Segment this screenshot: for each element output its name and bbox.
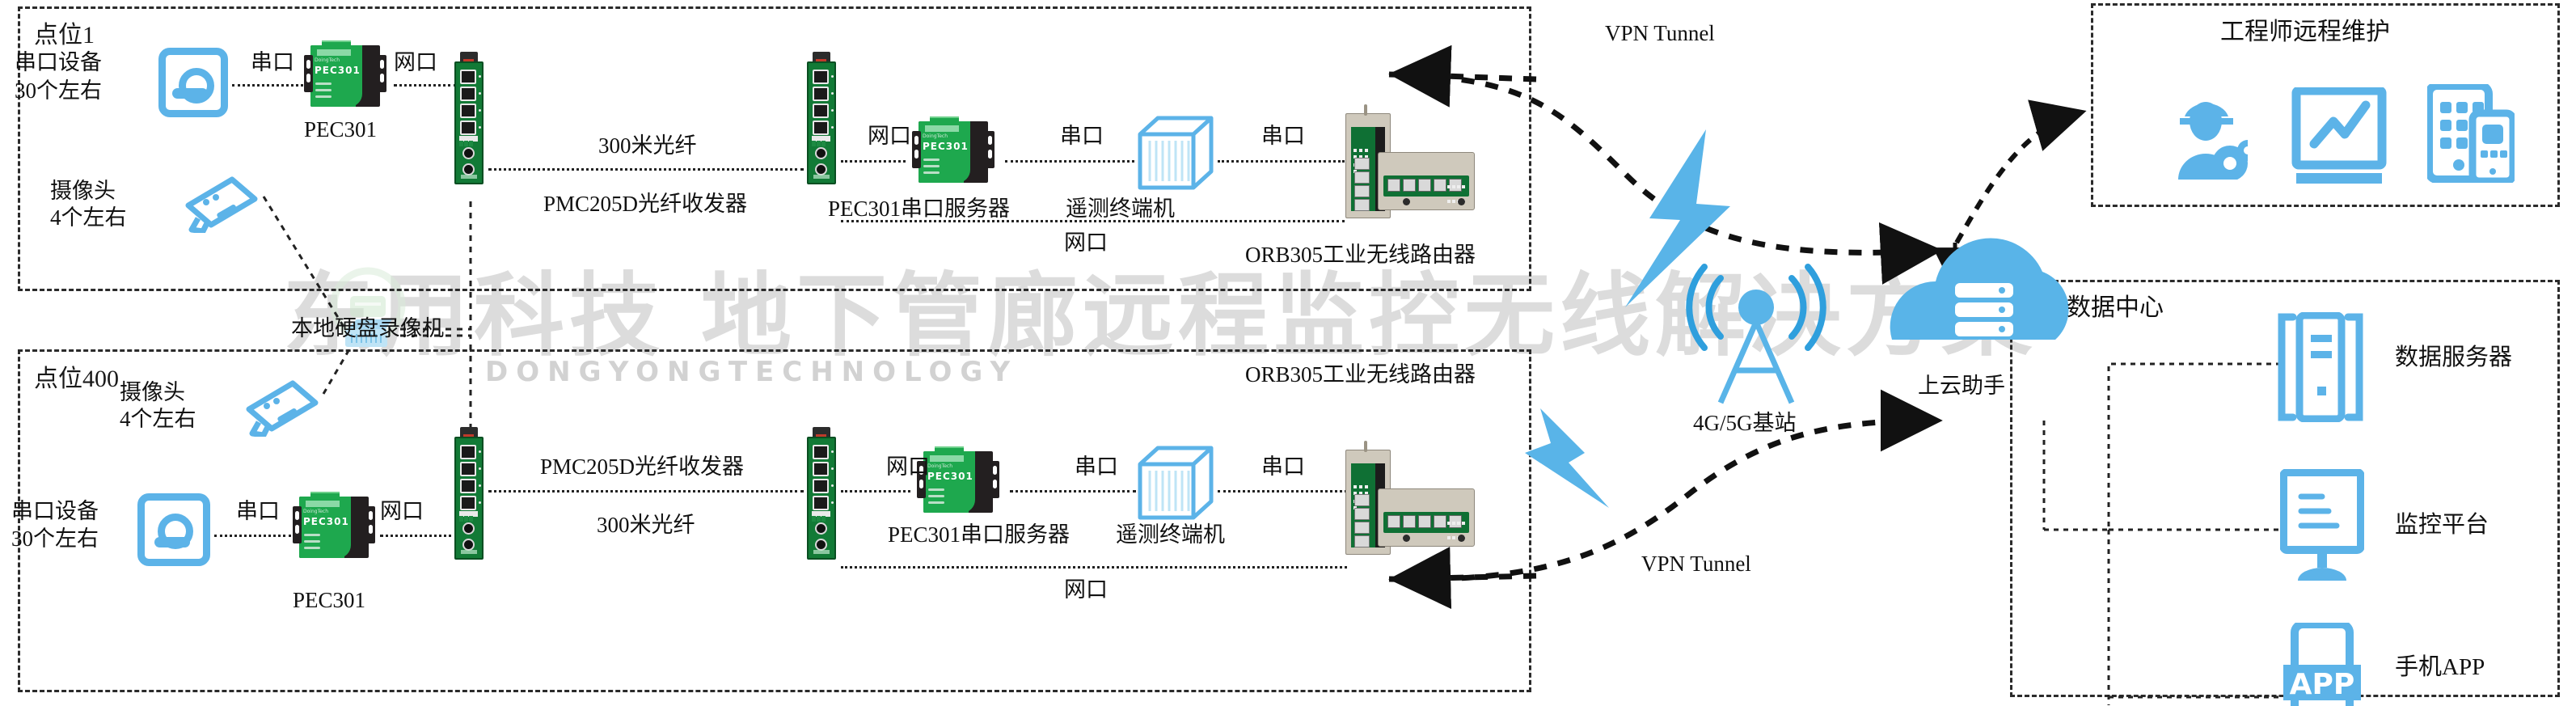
camera-label-bottom-line2: 4个左右: [120, 407, 196, 431]
serial-device-label-top-line2: 30个左右: [15, 78, 102, 103]
link-label-net-top: 网口: [394, 50, 437, 74]
cloud-label: 上云助手: [1918, 374, 2005, 398]
monitor-chart-icon: [2291, 87, 2387, 184]
cloud-to-engineer-arrow: [1954, 99, 2087, 244]
router-net-label-bottom: 网口: [1064, 577, 1108, 602]
site-panel-bottom-title: 点位400: [34, 366, 119, 392]
orb305-router-top: [1345, 104, 1488, 220]
converter-to-server-line-top: [841, 160, 906, 163]
server-to-rtu-line-top: [1005, 160, 1134, 163]
link-line-net-bottom: [380, 535, 458, 537]
link-line-net-top: [394, 84, 457, 87]
rtu-out-serial-label-top: 串口: [1261, 124, 1305, 148]
watermark-sub: DONGYONGTECHNOLOGY: [485, 356, 1019, 388]
link-label-net-bottom: 网口: [380, 499, 424, 523]
rtu-label-bottom: 遥测终端机: [1116, 522, 1225, 547]
engineer-panel-title: 工程师远程维护: [2220, 19, 2390, 45]
rtu-link-serial-label-top: 串口: [1060, 124, 1104, 148]
datacenter-panel-title: 数据中心: [2067, 294, 2164, 321]
router-net-label-top: 网口: [1064, 230, 1108, 255]
datacenter-item-label-2: 手机APP: [2395, 654, 2485, 680]
rtu-terminal-icon-bottom: [1138, 446, 1214, 520]
pec301-label-top: PEC301: [304, 117, 378, 142]
fiber-distance-label-top: 300米光纤: [598, 133, 697, 158]
link-label-serial-bottom: 串口: [236, 499, 280, 523]
serial-device-icon-top: [158, 48, 228, 117]
link-line-serial-bottom: [214, 535, 291, 537]
monitor-icon: [2280, 469, 2364, 581]
mobile-app-icon: APP: [2283, 623, 2361, 706]
lightning-icon-bottom: [1525, 408, 1609, 508]
server-to-rtu-line-bottom: [1010, 490, 1136, 493]
pmc205d-converter-top: [454, 52, 487, 197]
serial-server-label-bottom: PEC301串口服务器: [888, 522, 1071, 547]
rtu-to-router-line-bottom: [1218, 490, 1347, 493]
camera-label-top-line2: 4个左右: [50, 205, 127, 230]
pec301-device-bottom: DoingTech PEC301: [288, 492, 385, 564]
rtu-terminal-icon-top: [1138, 116, 1214, 190]
router-net-line-top: [841, 220, 1345, 222]
camera-label-bottom-line1: 摄像头: [120, 380, 185, 404]
vpn-tunnel-label-bottom: VPN Tunnel: [1641, 552, 1751, 576]
serial-device-label-bottom-line2: 30个左右: [11, 526, 99, 551]
pmc205d-converter-bottom-far: [807, 427, 839, 573]
orb305-router-bottom: [1345, 441, 1488, 556]
pec301-label-bottom: PEC301: [293, 588, 366, 612]
camera-label-top-line1: 摄像头: [50, 179, 116, 203]
converter-net-label-top: 网口: [868, 124, 911, 148]
serial-server-label-top: PEC301串口服务器: [828, 197, 1011, 221]
rtu-out-serial-label-bottom: 串口: [1261, 454, 1305, 479]
nvr-label: 本地硬盘录像机: [291, 316, 444, 340]
router-net-line-bottom: [841, 566, 1347, 569]
fiber-line-top: [488, 168, 804, 171]
site-panel-top-title: 点位1: [34, 22, 95, 49]
engineer-panel: [2091, 3, 2560, 207]
link-label-serial-top: 串口: [251, 50, 294, 74]
rtu-label-top: 遥测终端机: [1066, 197, 1175, 221]
pmc205d-converter-bottom: [454, 427, 487, 573]
orb305-label-bottom: ORB305工业无线路由器: [1245, 362, 1476, 387]
server-icon: [2278, 312, 2363, 422]
serial-device-icon-bottom: [137, 493, 210, 566]
converter-net-label-bottom: 网口: [886, 454, 930, 479]
nvr-icon: [345, 319, 392, 347]
fiber-converter-label-bottom: PMC205D光纤收发器: [540, 454, 745, 479]
fiber-line-bottom: [488, 490, 804, 493]
camera-icon-bottom: [246, 380, 319, 437]
engineer-icon: [2178, 102, 2248, 180]
pec301-serial-server-top: DoingTech PEC301: [907, 116, 1004, 189]
fiber-converter-label-top: PMC205D光纤收发器: [543, 192, 748, 216]
orb305-label-top: ORB305工业无线路由器: [1245, 243, 1476, 267]
mobile-tablet-icon: [2427, 84, 2515, 183]
app-badge-text: APP: [2290, 668, 2355, 701]
pec301-device-top: DoingTech PEC301: [299, 40, 396, 113]
serial-device-label-bottom-line1: 串口设备: [11, 499, 99, 523]
link-line-serial-top: [232, 84, 303, 87]
serial-device-label-top-line1: 串口设备: [15, 50, 102, 74]
converter-to-server-line-bottom: [841, 490, 910, 493]
base-station-label: 4G/5G基站: [1693, 411, 1797, 435]
datacenter-item-label-0: 数据服务器: [2395, 345, 2513, 370]
rtu-to-router-line-top: [1218, 160, 1345, 163]
fiber-distance-label-bottom: 300米光纤: [597, 513, 695, 537]
pmc205d-converter-top-far: [807, 52, 839, 197]
rtu-link-serial-label-bottom: 串口: [1075, 454, 1118, 479]
datacenter-item-label-1: 监控平台: [2395, 512, 2489, 538]
camera-icon-top: [185, 176, 258, 233]
vpn-tunnel-label-top: VPN Tunnel: [1605, 21, 1715, 45]
pec301-serial-server-bottom: DoingTech PEC301: [912, 446, 1009, 519]
